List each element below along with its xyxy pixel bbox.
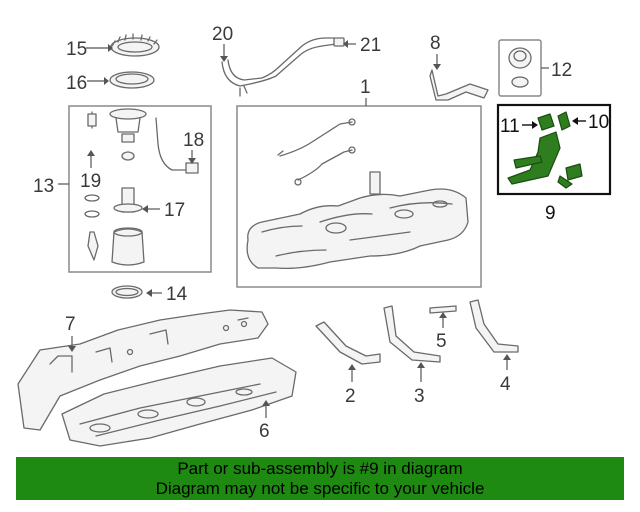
info-banner: Part or sub-assembly is #9 in diagram Di…: [16, 457, 624, 500]
part-12-fuel-cap[interactable]: [508, 47, 532, 88]
part-6-protector[interactable]: [61, 357, 297, 447]
part-10-gasket[interactable]: [557, 111, 571, 131]
part-7-skid-plate[interactable]: [17, 309, 269, 431]
callout-7: 7: [65, 314, 76, 335]
callout-10: 10: [588, 112, 609, 133]
part-5-bolt[interactable]: [429, 305, 457, 314]
part-13-pump-module[interactable]: [84, 108, 191, 266]
callout-8: 8: [430, 33, 441, 54]
banner-line-1: Part or sub-assembly is #9 in diagram: [177, 459, 463, 478]
callout-19: 19: [80, 171, 101, 192]
part-1-fuel-tank[interactable]: [246, 118, 469, 270]
callout-13: 13: [33, 176, 54, 197]
part-3-strap[interactable]: [383, 305, 441, 363]
callout-5: 5: [436, 331, 447, 352]
part-11-cap[interactable]: [537, 113, 555, 131]
part-9-box: [496, 103, 612, 196]
callout-16: 16: [66, 73, 87, 94]
banner-line-2: Diagram may not be specific to your vehi…: [155, 479, 485, 498]
callout-12: 12: [551, 60, 572, 81]
callout-4: 4: [500, 374, 511, 395]
part-20-fuel-line[interactable]: [221, 37, 337, 97]
callout-15: 15: [66, 39, 87, 60]
callout-11: 11: [500, 116, 520, 137]
callout-2: 2: [345, 386, 356, 407]
parts-diagram: 15 16 20 21 8 12 1: [17, 24, 612, 447]
part-18-sender[interactable]: [185, 162, 199, 174]
part-1-box: [236, 105, 482, 288]
part-15-lock-ring[interactable]: [110, 33, 160, 57]
callout-20: 20: [212, 24, 233, 45]
part-8-bracket[interactable]: [429, 69, 489, 101]
part-21-clip[interactable]: [333, 37, 345, 47]
part-9-filler-pipe[interactable]: [507, 131, 583, 189]
callout-18: 18: [183, 130, 204, 151]
part-14-o-ring[interactable]: [111, 285, 143, 299]
part-2-strap[interactable]: [315, 321, 381, 365]
callout-3: 3: [414, 386, 425, 407]
callout-6: 6: [259, 421, 270, 442]
part-4-strap[interactable]: [469, 299, 519, 353]
part-16-gasket[interactable]: [109, 71, 155, 89]
callout-21: 21: [360, 35, 381, 56]
callout-17: 17: [164, 200, 185, 221]
callout-14: 14: [166, 284, 188, 305]
callout-9: 9: [545, 203, 556, 224]
callout-1: 1: [360, 77, 371, 98]
part-13-box: [68, 105, 212, 273]
